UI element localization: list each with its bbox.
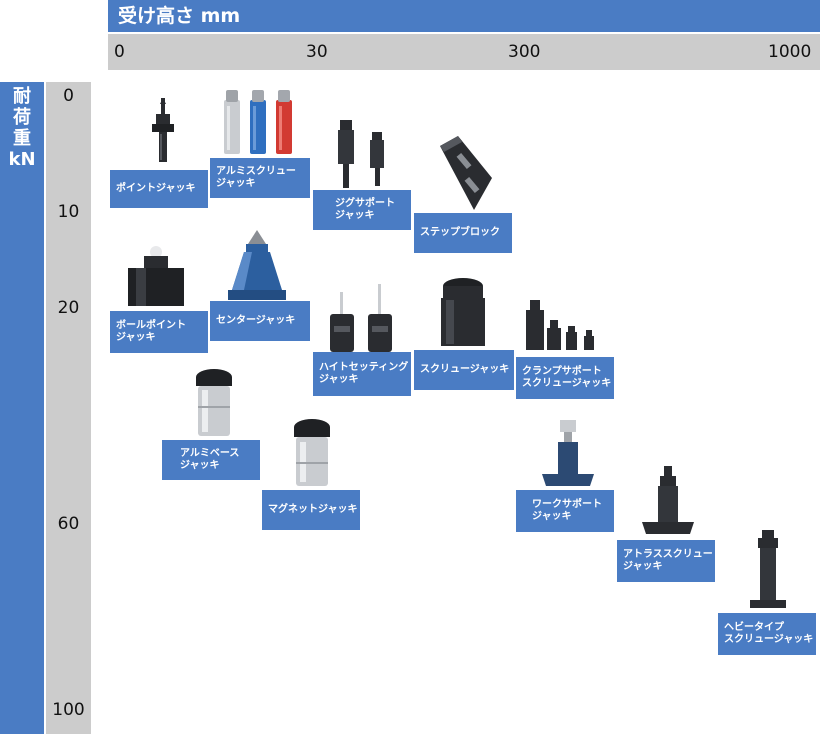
center-jack-image (228, 230, 286, 300)
y-axis-tick-band: 0 10 20 60 100 (46, 82, 91, 734)
label-step-block[interactable]: ステップブロック (414, 213, 512, 253)
label-center-jack[interactable]: センタージャッキ (210, 301, 310, 341)
label-height-setting-jack[interactable]: ハイトセッティング ジャッキ (313, 352, 411, 396)
screw-jack-image (441, 278, 485, 346)
y-tick-60: 60 (57, 514, 80, 534)
x-axis-title: 受け高さ mm (108, 0, 820, 32)
label-point-jack[interactable]: ポイントジャッキ (110, 170, 208, 208)
aluminum-base-jack-image (196, 369, 232, 436)
aluminum-screw-jack-image (224, 90, 292, 154)
heavy-type-screw-jack-image (750, 530, 786, 608)
y-tick-0: 0 (63, 86, 74, 106)
point-jack-image (152, 98, 174, 162)
label-aluminum-base-jack[interactable]: アルミベース ジャッキ (162, 440, 260, 480)
label-atlas-screw-jack[interactable]: アトラススクリュー ジャッキ (617, 540, 715, 582)
work-support-jack-image (542, 420, 594, 486)
label-ball-point-jack[interactable]: ボールポイント ジャッキ (110, 311, 208, 353)
label-work-support-jack[interactable]: ワークサポート ジャッキ (516, 490, 614, 532)
label-magnet-jack[interactable]: マグネットジャッキ (262, 490, 360, 530)
magnet-jack-image (294, 419, 330, 486)
x-tick-0: 0 (114, 42, 125, 62)
height-setting-jack-image (330, 284, 392, 352)
label-screw-jack[interactable]: スクリュージャッキ (414, 350, 514, 390)
y-axis-title: 耐 荷 重 kN (8, 86, 36, 170)
x-tick-300: 300 (508, 42, 541, 62)
y-axis-title-band: 耐 荷 重 kN (0, 82, 44, 734)
step-block-image (440, 136, 492, 210)
y-tick-20: 20 (57, 298, 80, 318)
x-tick-30: 30 (306, 42, 328, 62)
label-clamp-support-screw-jack[interactable]: クランプサポート スクリュージャッキ (516, 357, 614, 399)
x-tick-1000: 1000 (768, 42, 812, 62)
ball-point-jack-image (128, 246, 184, 306)
y-tick-10: 10 (57, 202, 80, 222)
clamp-support-screw-jack-image (526, 300, 594, 350)
label-aluminum-screw-jack[interactable]: アルミスクリュー ジャッキ (210, 158, 310, 198)
y-tick-100: 100 (52, 700, 85, 720)
label-heavy-type-screw-jack[interactable]: ヘビータイプ スクリュージャッキ (718, 613, 816, 655)
jig-support-jack-image (338, 120, 384, 188)
label-jig-support-jack[interactable]: ジグサポート ジャッキ (313, 190, 411, 230)
atlas-screw-jack-image (642, 466, 694, 534)
x-axis-tick-band: 0 30 300 1000 (108, 34, 820, 70)
